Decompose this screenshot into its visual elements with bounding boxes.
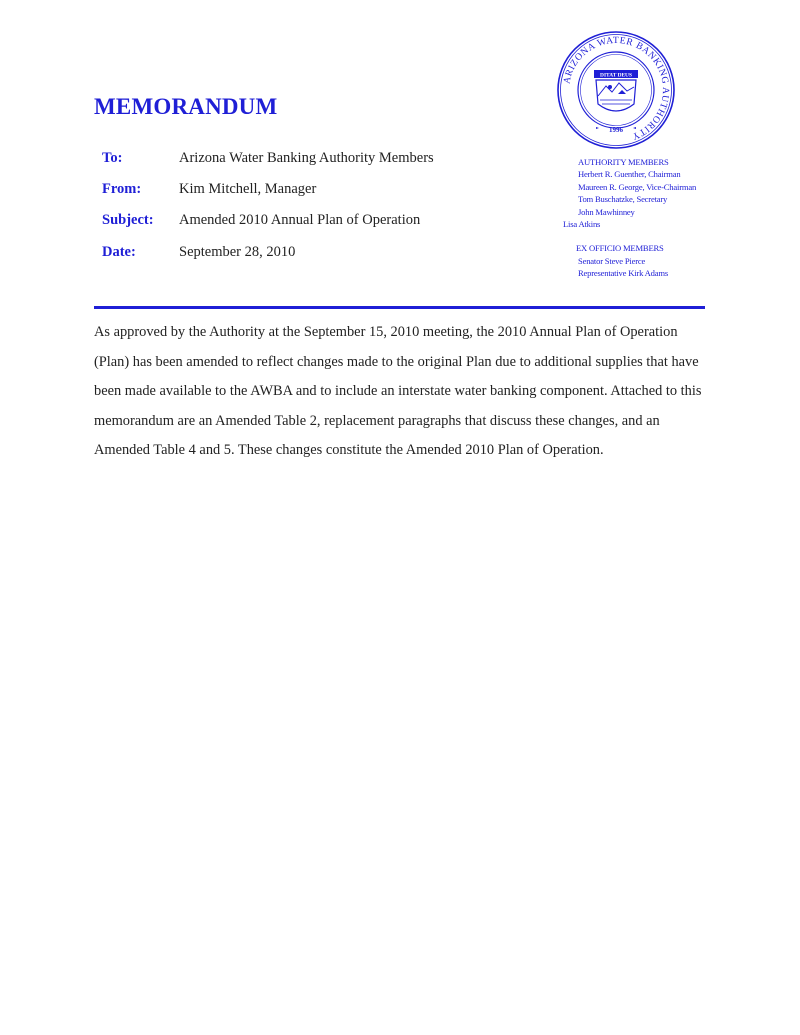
memo-title: MEMORANDUM [94,94,278,119]
authority-member: Lisa Atkins [563,219,601,230]
svg-text:DITAT DEUS: DITAT DEUS [600,73,632,79]
authority-members-title: AUTHORITY MEMBERS [578,157,669,167]
ex-officio-member: Senator Steve Pierce [578,255,646,266]
to-value: Arizona Water Banking Authority Members [179,150,434,166]
seal-icon: ARIZONA WATER BANKING AUTHORITY DITAT DE… [557,31,675,149]
ex-officio-title: EX OFFICIO MEMBERS [576,243,664,254]
from-label: From: [102,181,142,197]
to-label: To: [102,150,123,166]
from-value: Kim Mitchell, Manager [179,181,317,197]
members-list: AUTHORITY MEMBERS Herbert R. Guenther, C… [562,156,762,280]
authority-member: Herbert R. Guenther, Chairman [578,169,681,180]
date-value: September 28, 2010 [179,244,296,260]
subject-label: Subject: [102,212,154,228]
svg-text:1996: 1996 [609,126,624,134]
authority-member: Maureen R. George, Vice-Chairman [578,181,697,192]
date-label: Date: [102,244,136,260]
memo-body: As approved by the Authority at the Sept… [94,324,702,459]
authority-member: Tom Buschatzke, Secretary [578,194,668,205]
header-divider [94,306,705,309]
ex-officio-member: Representative Kirk Adams [578,268,668,279]
subject-value: Amended 2010 Annual Plan of Operation [179,212,421,228]
authority-member: John Mawhinney [578,206,635,217]
